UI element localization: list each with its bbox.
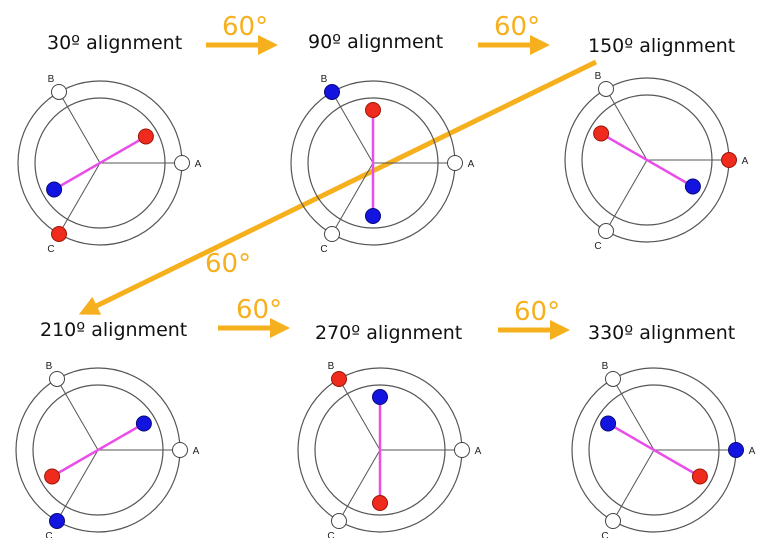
rotor-red-pole xyxy=(137,128,154,145)
rotor-panel-90: A B C xyxy=(290,74,475,255)
panel-title-270: 270º alignment xyxy=(315,322,462,344)
panel-title-210: 210º alignment xyxy=(40,319,187,341)
phase-label-c: C xyxy=(320,244,327,255)
phase-spoke-b xyxy=(58,91,101,164)
phase-spoke-c xyxy=(612,449,655,522)
phase-label-b: B xyxy=(46,361,53,372)
step-label-4: 60° xyxy=(236,295,282,325)
phase-label-c: C xyxy=(594,241,601,252)
phase-label-a: A xyxy=(195,159,202,170)
stator-dot-a xyxy=(447,155,463,171)
stator-dot-a xyxy=(721,152,737,168)
rotor-blue-pole xyxy=(135,415,152,432)
stator-dot-a xyxy=(174,155,190,171)
stator-dot-c xyxy=(49,513,65,530)
phase-label-c: C xyxy=(47,244,54,255)
phase-label-b: B xyxy=(595,71,602,82)
phase-label-c: C xyxy=(45,531,52,538)
phase-spoke-c xyxy=(58,162,101,235)
phase-label-b: B xyxy=(328,361,335,372)
phase-spoke-c xyxy=(338,449,381,522)
panel-title-150: 150º alignment xyxy=(588,35,735,57)
stator-dot-c xyxy=(51,226,67,243)
stator-dot-c xyxy=(598,223,614,240)
phase-spoke-b xyxy=(56,378,99,451)
phase-spoke-c xyxy=(331,162,374,235)
phase-label-b: B xyxy=(602,361,609,372)
rotor-blue-pole xyxy=(46,181,63,198)
rotor-panel-150: A B C xyxy=(564,71,749,252)
rotor-red-pole xyxy=(372,495,388,511)
step-label-2: 60° xyxy=(494,12,540,42)
rotor-red-pole xyxy=(44,468,61,485)
rotor-bar xyxy=(607,422,701,478)
phase-spoke-b xyxy=(605,88,648,161)
stator-dot-a xyxy=(172,442,188,458)
stator-dot-c xyxy=(331,513,347,530)
phase-label-a: A xyxy=(468,159,475,170)
step-label-5: 60° xyxy=(514,297,560,327)
stator-dot-b xyxy=(331,370,347,387)
phase-label-a: A xyxy=(749,446,756,457)
rotor-blue-pole xyxy=(372,389,388,405)
phase-spoke-b xyxy=(338,378,381,451)
rotor-red-pole xyxy=(691,468,708,485)
stator-dot-b xyxy=(324,83,340,100)
panel-title-330: 330º alignment xyxy=(588,322,735,344)
rotor-panel-330: A B C xyxy=(571,361,756,538)
step-arrow-diagonal xyxy=(78,59,598,315)
phase-label-b: B xyxy=(48,74,55,85)
rotor-red-pole xyxy=(593,125,610,142)
stator-dot-b xyxy=(49,370,65,387)
rotor-panel-30: A B C xyxy=(17,74,202,255)
stator-dot-a xyxy=(728,442,744,458)
phase-label-a: A xyxy=(742,156,749,167)
step-label-1: 60° xyxy=(222,12,268,42)
rotor-bar xyxy=(53,135,147,191)
stator-dot-c xyxy=(324,226,340,243)
stator-dot-a xyxy=(454,442,470,458)
phase-spoke-b xyxy=(331,91,374,164)
stator-dot-b xyxy=(51,83,67,100)
phase-spoke-b xyxy=(612,378,655,451)
phase-label-c: C xyxy=(327,531,334,538)
rotor-red-pole xyxy=(365,102,381,118)
rotor-panel-270: A B C xyxy=(297,361,482,538)
rotor-blue-pole xyxy=(684,178,701,195)
phase-label-b: B xyxy=(321,74,328,85)
stator-dot-b xyxy=(598,80,614,97)
rotor-blue-pole xyxy=(365,208,381,224)
phase-label-a: A xyxy=(475,446,482,457)
stator-dot-c xyxy=(605,513,621,530)
rotor-bar xyxy=(600,132,694,188)
phase-label-c: C xyxy=(601,531,608,538)
step-label-3: 60° xyxy=(205,249,251,279)
panel-title-90: 90º alignment xyxy=(308,31,443,53)
phase-spoke-c xyxy=(56,449,99,522)
phase-label-a: A xyxy=(193,446,200,457)
rotor-bar xyxy=(51,422,145,478)
rotor-blue-pole xyxy=(600,415,617,432)
stator-dot-b xyxy=(605,370,621,387)
phase-spoke-c xyxy=(605,159,648,232)
rotor-panel-210: A B C xyxy=(15,361,200,538)
panel-title-30: 30º alignment xyxy=(47,32,182,54)
